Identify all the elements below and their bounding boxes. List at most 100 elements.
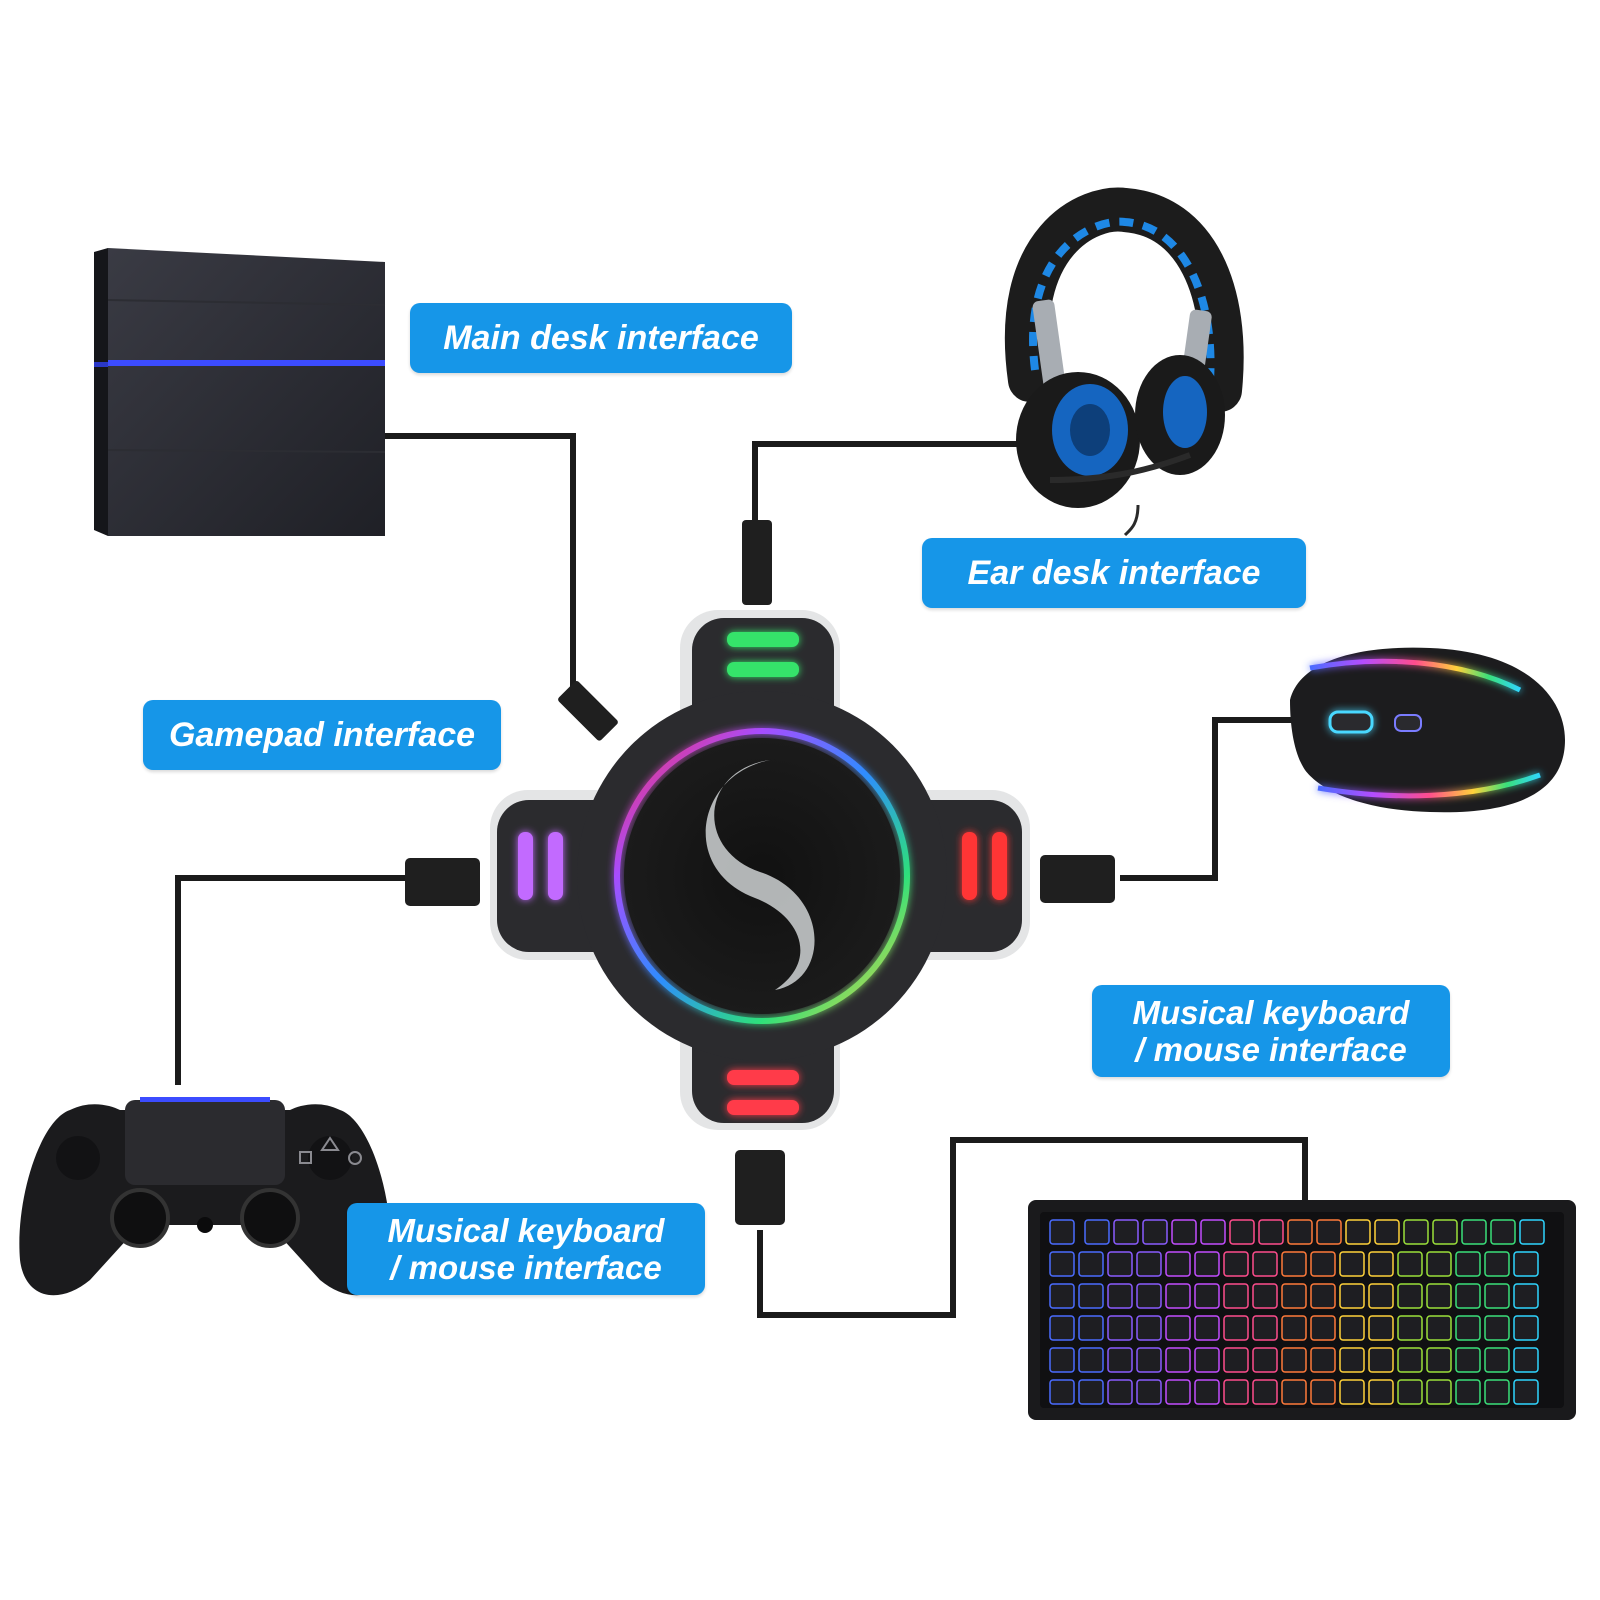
led-right [962,832,977,900]
keyboard-key [1165,1379,1191,1405]
keyboard-key [1136,1379,1162,1405]
keyboard-key [1310,1347,1336,1373]
keyboard-key [1397,1251,1423,1277]
keyboard-key [1136,1347,1162,1373]
gamepad-interface-text: Gamepad interface [168,716,476,754]
keyboard-key [1165,1315,1191,1341]
kb-mouse-bottom-line2: / mouse interface [390,1249,662,1286]
keyboard-key [1194,1251,1220,1277]
keyboard-key [1107,1347,1133,1373]
keyboard-key [1107,1283,1133,1309]
keyboard-key [1310,1251,1336,1277]
keyboard-key [1432,1219,1458,1245]
keyboard-key [1403,1219,1429,1245]
hub-logo-icon [705,760,815,990]
keyboard-key [1223,1251,1249,1277]
led-left [518,832,533,900]
keyboard-key [1519,1219,1545,1245]
keyboard-key [1229,1219,1255,1245]
keyboard-key [1107,1315,1133,1341]
keyboard-key [1136,1315,1162,1341]
headset-icon [1004,187,1244,537]
led-bottom-2 [727,1100,799,1115]
keyboard-key [1252,1315,1278,1341]
keyboard-key [1339,1347,1365,1373]
keyboard-key [1165,1251,1191,1277]
keyboard-key [1281,1379,1307,1405]
keyboard-key [1078,1347,1104,1373]
keyboard-key [1287,1219,1313,1245]
ear-desk-interface-text: Ear desk interface [967,554,1261,592]
keyboard-key [1339,1251,1365,1277]
keyboard-key [1252,1251,1278,1277]
keyboard-key [1455,1379,1481,1405]
keyboard-key [1113,1219,1139,1245]
keyboard-key [1484,1283,1510,1309]
plug-bottom [735,1150,785,1225]
kb-mouse-right-line1: Musical keyboard [1132,994,1410,1031]
keyboard-key [1484,1379,1510,1405]
kb-mouse-bottom-line1: Musical keyboard [387,1212,665,1249]
keyboard-key [1194,1379,1220,1405]
keyboard-key [1165,1347,1191,1373]
keyboard-key [1142,1219,1168,1245]
keyboard-key [1084,1219,1110,1245]
keyboard-key [1252,1283,1278,1309]
keyboard-key [1194,1283,1220,1309]
keyboard-key [1252,1347,1278,1373]
gamepad-icon [19,1097,391,1296]
keyboard-key [1490,1219,1516,1245]
keyboard-key [1345,1219,1371,1245]
keyboard-key [1281,1347,1307,1373]
keyboard-key [1339,1283,1365,1309]
plug-right [1040,855,1115,903]
keyboard-keys [1049,1219,1545,1405]
converter-hub-icon [490,610,1030,1130]
keyboard-key [1281,1251,1307,1277]
keyboard-key [1223,1315,1249,1341]
main-desk-interface-text: Main desk interface [443,319,759,357]
keyboard-key [1107,1379,1133,1405]
keyboard-key [1078,1283,1104,1309]
rgb-keyboard-icon [1028,1200,1576,1420]
keyboard-key [1339,1379,1365,1405]
led-top [727,632,799,647]
game-console-icon [94,248,386,536]
keyboard-key [1310,1315,1336,1341]
kb-mouse-interface-label-right: Musical keyboard / mouse interface [1092,985,1450,1077]
keyboard-key [1426,1379,1452,1405]
keyboard-key [1455,1347,1481,1373]
keyboard-key [1078,1251,1104,1277]
keyboard-key [1223,1347,1249,1373]
keyboard-key [1455,1283,1481,1309]
keyboard-key [1368,1283,1394,1309]
keyboard-key [1049,1315,1075,1341]
keyboard-key [1258,1219,1284,1245]
kb-mouse-right-line2: / mouse interface [1135,1031,1407,1068]
keyboard-key [1171,1219,1197,1245]
keyboard-key [1049,1251,1075,1277]
keyboard-key [1397,1379,1423,1405]
plug-top [742,520,772,605]
keyboard-key [1223,1379,1249,1405]
keyboard-key [1455,1251,1481,1277]
cable-headset [752,441,1028,530]
kb-mouse-interface-label-bottom: Musical keyboard / mouse interface [347,1203,705,1295]
keyboard-key [1310,1379,1336,1405]
cable-gamepad [175,875,410,1085]
keyboard-key [1513,1347,1539,1373]
cable-console [378,433,601,723]
keyboard-key [1310,1283,1336,1309]
keyboard-key [1513,1251,1539,1277]
keyboard-key [1368,1379,1394,1405]
keyboard-key [1136,1251,1162,1277]
keyboard-key [1049,1347,1075,1373]
keyboard-key [1049,1379,1075,1405]
keyboard-key [1374,1219,1400,1245]
keyboard-key [1223,1283,1249,1309]
keyboard-key [1252,1379,1278,1405]
keyboard-key [1049,1283,1075,1309]
keyboard-key [1316,1219,1342,1245]
keyboard-key [1397,1347,1423,1373]
keyboard-key [1078,1379,1104,1405]
